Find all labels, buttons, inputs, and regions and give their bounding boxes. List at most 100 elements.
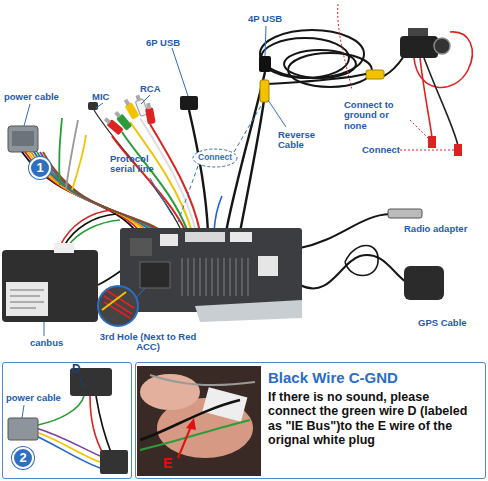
note-panel: Black Wire C-GNDIf there is no sound, pl… (135, 362, 486, 479)
leader-line (150, 178, 172, 215)
rca-tip (114, 111, 121, 118)
leader-line (22, 405, 24, 418)
rca-tip (124, 99, 130, 106)
cable-coil (284, 50, 356, 78)
canbus-sticker (6, 282, 48, 316)
radio-adapter (388, 209, 422, 218)
sticker (258, 256, 278, 276)
part-label: GPS Cable (418, 318, 467, 328)
rca-connector (260, 80, 269, 102)
usb-6p-plug (180, 96, 198, 110)
cable-coil (260, 30, 372, 87)
red-wire (420, 58, 432, 138)
plug (100, 450, 128, 474)
rca-wire (112, 136, 186, 232)
wire (68, 220, 120, 246)
usb-4p-plug (259, 56, 271, 72)
rca-wire (130, 122, 192, 232)
gps-cable (345, 246, 378, 276)
wire (102, 292, 126, 310)
leader-line (96, 103, 103, 108)
rca-tip (104, 117, 111, 124)
callout-number: 2 (19, 451, 26, 466)
leader-line (141, 95, 150, 104)
part-label: power cable (6, 393, 61, 404)
port (160, 234, 178, 246)
rca-plug (103, 116, 124, 136)
part-label: MIC (92, 92, 109, 102)
wire-terminal (428, 136, 436, 148)
callout-number: 1 (29, 157, 51, 179)
camera-body (400, 36, 438, 58)
rca-tip (135, 95, 141, 102)
wire-letter: D (72, 363, 81, 377)
reverse-cable (240, 100, 264, 232)
port (140, 262, 170, 288)
leader-line (136, 288, 145, 298)
part-label: Radio adapter (404, 224, 467, 234)
wire (59, 118, 62, 185)
hand (140, 374, 200, 410)
dashed-link (178, 166, 198, 222)
gps-cable (300, 255, 406, 288)
power-connector (8, 126, 38, 152)
oval-outline (193, 149, 237, 167)
gps-antenna (404, 266, 444, 300)
part-label: 6P USB (146, 38, 180, 48)
cable-coil (261, 38, 349, 78)
port (230, 232, 252, 242)
rca-wire (140, 118, 196, 232)
rca-tip (146, 103, 151, 110)
connect-oval: Connect (192, 148, 238, 168)
part-label: power cable (4, 92, 59, 102)
part-label: Protocol serial line (110, 154, 162, 175)
part-label: canbus (30, 338, 63, 348)
part-label: 3rd Hole (Next to Red ACC) (90, 332, 206, 353)
wire (96, 396, 112, 455)
rca-plug (145, 107, 156, 124)
power-connector (12, 131, 34, 146)
rca-connector (366, 70, 384, 79)
wire (72, 135, 86, 190)
camera-cable (384, 56, 404, 76)
canbus-box (2, 250, 98, 322)
leader-line (44, 322, 45, 336)
camera-mount (408, 28, 428, 36)
head-unit (120, 228, 302, 312)
leader-line (24, 104, 30, 126)
head-unit-front (195, 300, 302, 322)
dashed-link (234, 104, 262, 152)
arrow-head (186, 418, 196, 430)
port (185, 232, 225, 242)
callout-number: 2 (12, 447, 34, 469)
wire (98, 270, 122, 285)
sticker-lines (10, 290, 44, 308)
photo (137, 366, 261, 476)
power-connector (8, 418, 38, 440)
port (130, 238, 152, 256)
mic (88, 102, 98, 110)
part-label: RCA (140, 84, 161, 94)
rca-plug (144, 102, 156, 124)
wire (150, 375, 255, 385)
usb-cable (189, 110, 208, 232)
leader-line (400, 150, 454, 151)
connect-note: Connect (198, 153, 232, 163)
part-label: Connect to ground or none (344, 100, 414, 131)
wire (214, 196, 222, 232)
zoom-circle (98, 286, 138, 326)
black-wire (424, 58, 458, 146)
reverse-cable (268, 74, 366, 84)
heat-sink (182, 258, 248, 296)
wire-terminal (454, 144, 462, 156)
wire-letter: E (163, 456, 172, 471)
mic-wire (94, 110, 182, 232)
leader-line (172, 48, 188, 96)
leader-lines (24, 26, 286, 336)
wire (36, 428, 100, 456)
canbus-port (54, 243, 74, 253)
leader-line (410, 120, 428, 138)
leader-line (80, 378, 84, 388)
wire (140, 400, 240, 440)
